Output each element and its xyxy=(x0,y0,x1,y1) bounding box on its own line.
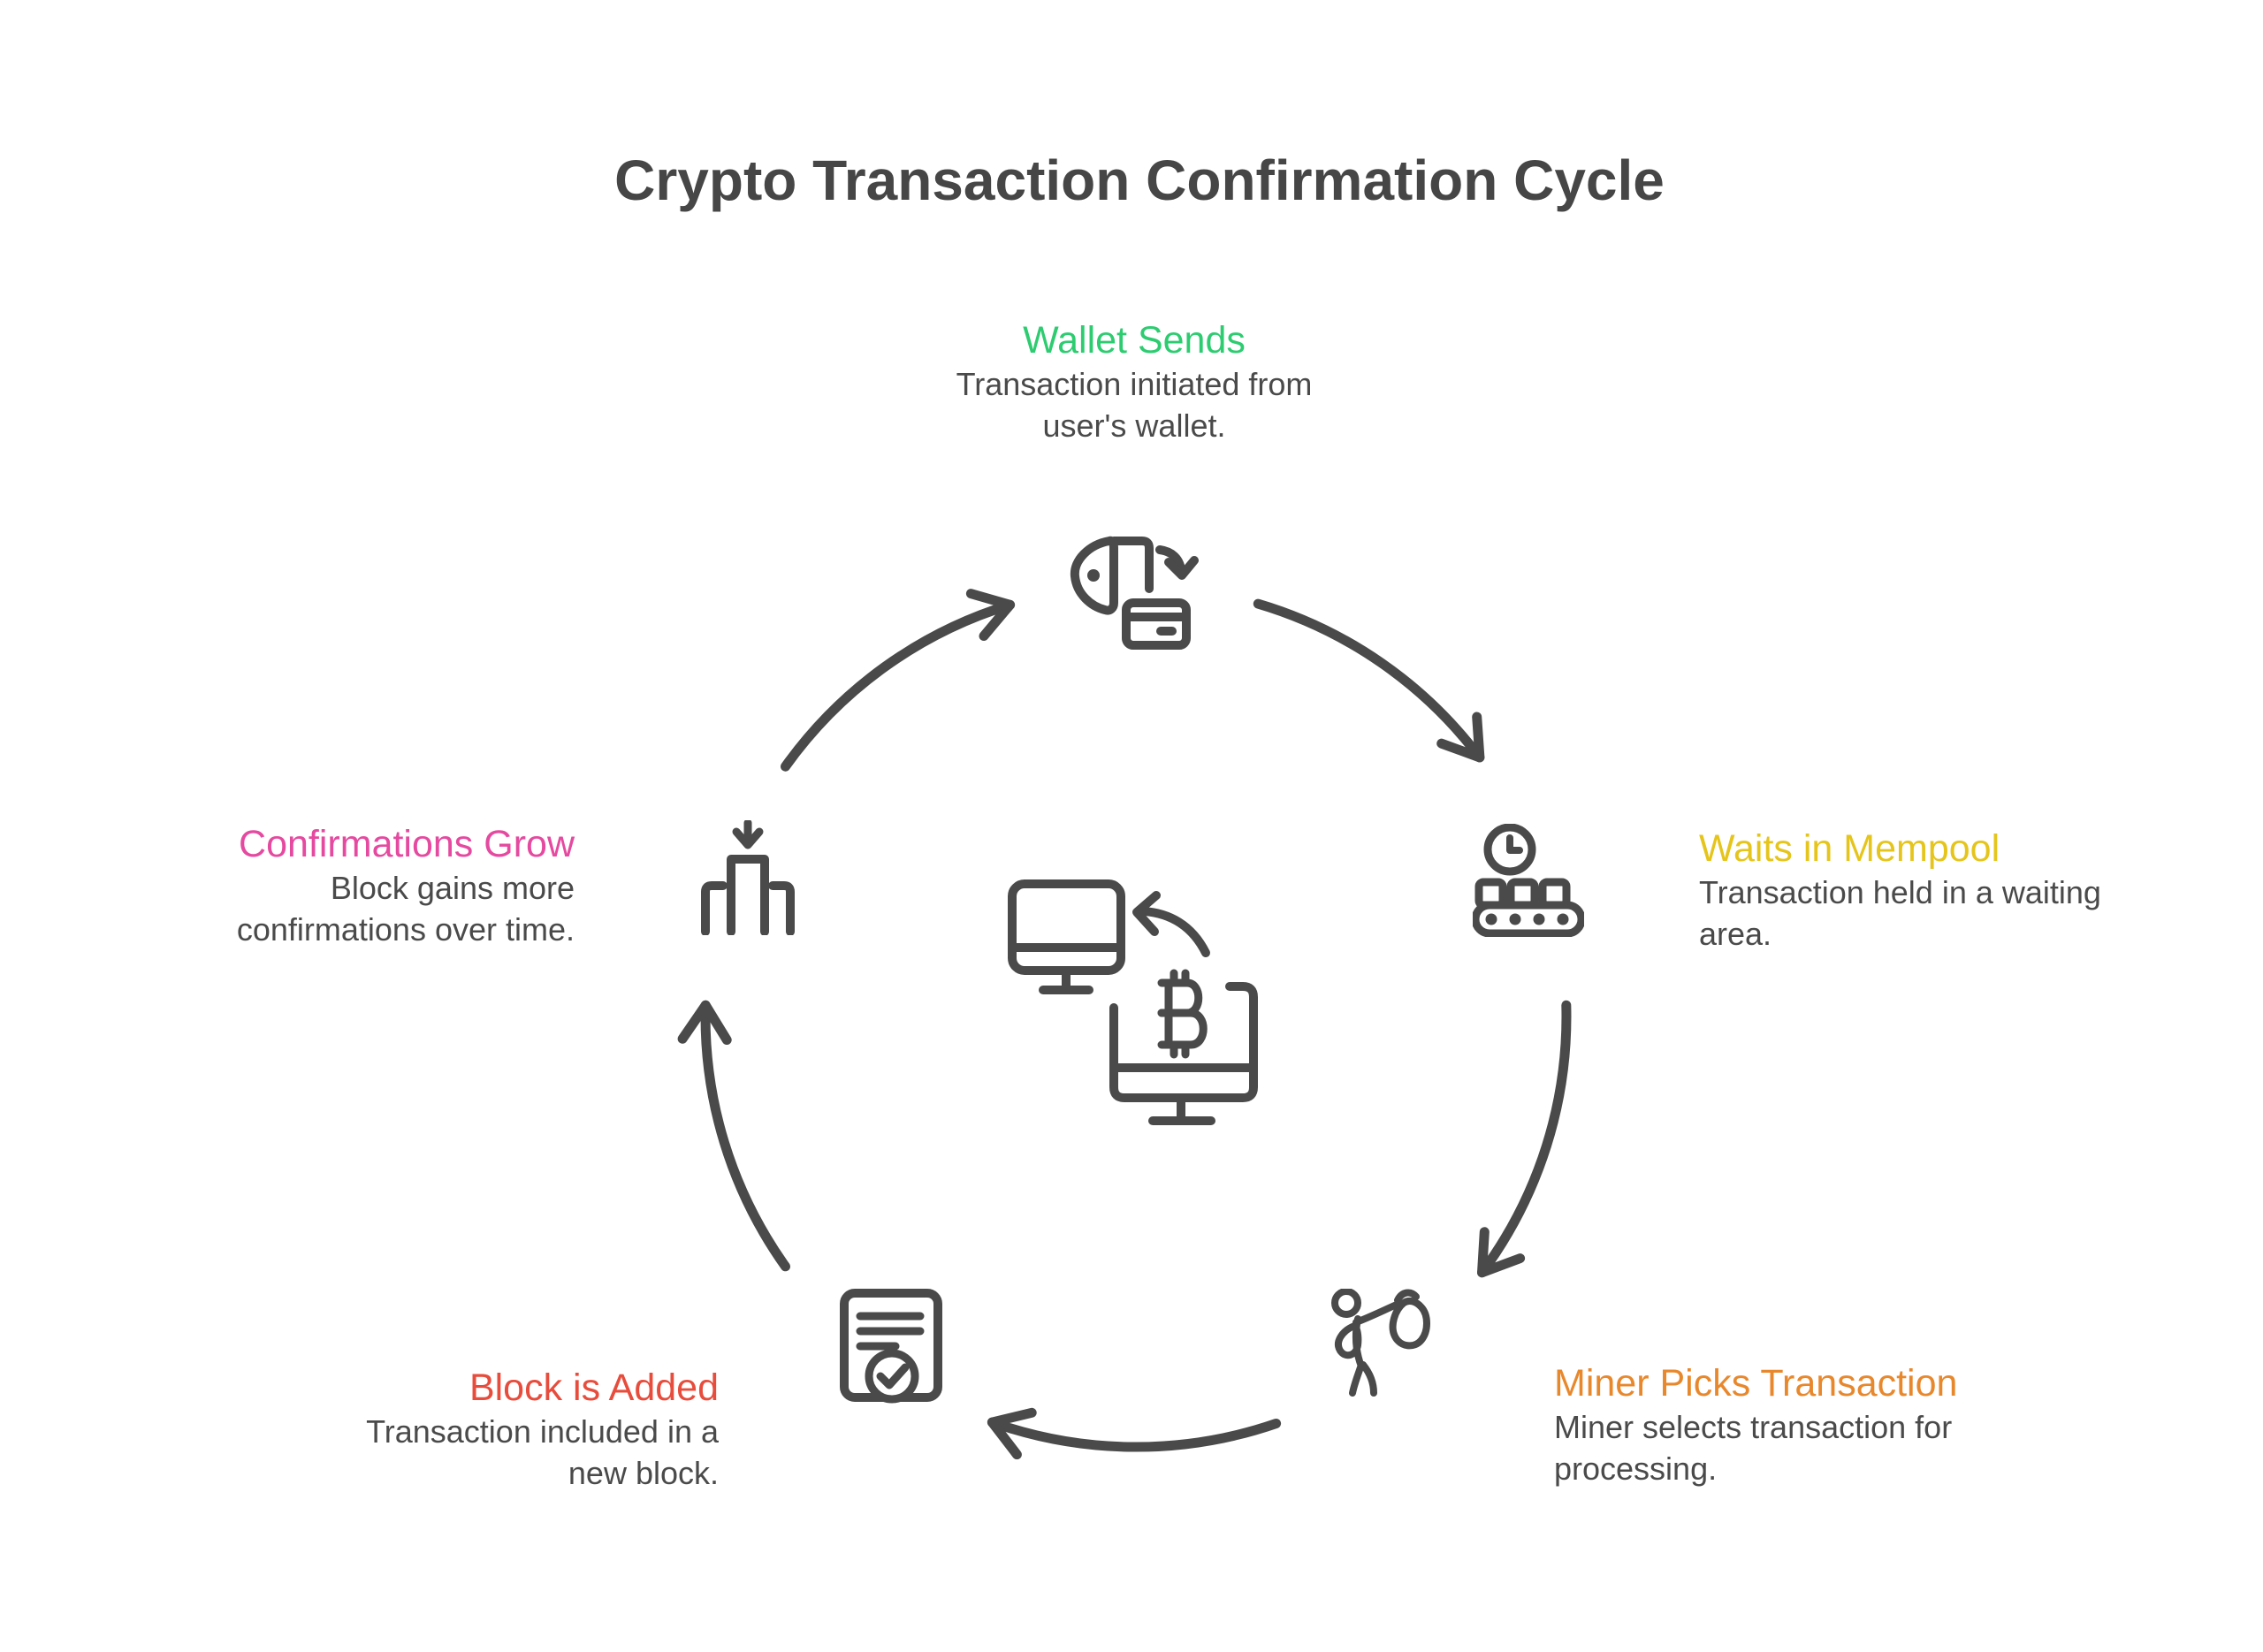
block-document-check-icon xyxy=(840,1289,942,1404)
miner-money-bag-icon xyxy=(1324,1289,1439,1399)
stage-label: Block is Added xyxy=(469,1367,719,1409)
stage-label: Miner Picks Transaction xyxy=(1554,1362,1958,1405)
stage-description: Transaction included in a new block. xyxy=(366,1413,719,1491)
stage-label: Waits in Mempool xyxy=(1699,827,2000,870)
stage-wallet-sends: Wallet Sends Transaction initiated from … xyxy=(781,317,1488,446)
confirmations-insert-icon xyxy=(691,820,804,935)
stage-miner-picks-transaction: Miner Picks Transaction Miner selects tr… xyxy=(1554,1360,2137,1489)
computer-bitcoin-exchange-icon xyxy=(1008,877,1273,1142)
stage-label: Confirmations Grow xyxy=(239,823,575,865)
stage-description: Miner selects transaction for processing… xyxy=(1554,1409,1953,1487)
stage-description: Transaction initiated from user's wallet… xyxy=(956,366,1313,444)
stage-description: Transaction held in a waiting area. xyxy=(1699,874,2101,952)
stage-label: Wallet Sends xyxy=(1023,319,1246,362)
stage-description: Block gains more confirmations over time… xyxy=(236,870,575,948)
stage-waits-in-mempool: Waits in Mempool Transaction held in a w… xyxy=(1699,826,2247,955)
stage-block-is-added: Block is Added Transaction included in a… xyxy=(188,1365,719,1494)
page-title: Crypto Transaction Confirmation Cycle xyxy=(614,148,1665,212)
wallet-send-icon xyxy=(1068,530,1200,663)
stage-confirmations-grow: Confirmations Grow Block gains more conf… xyxy=(133,821,575,950)
mempool-conveyor-clock-icon xyxy=(1473,824,1584,937)
